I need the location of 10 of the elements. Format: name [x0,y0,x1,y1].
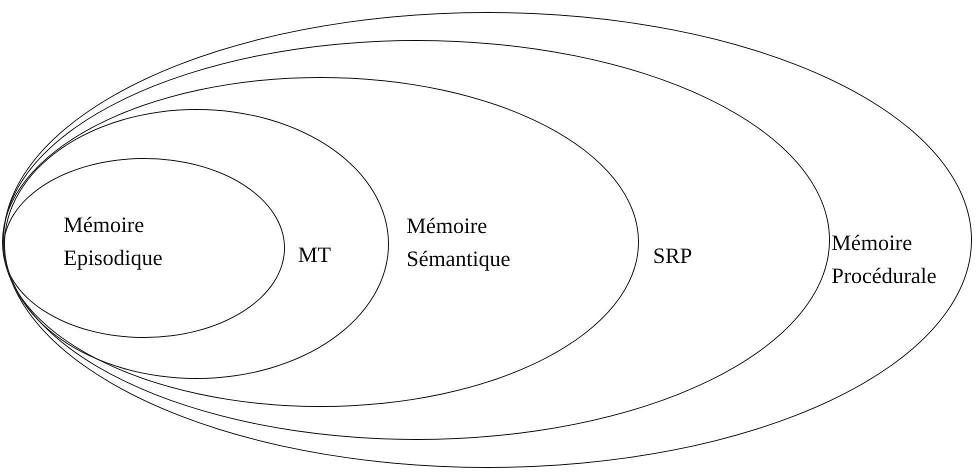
ellipse-label: Mémoire Procédurale [832,228,938,290]
ellipse [3,158,285,338]
ellipse [2,40,830,440]
ellipse-label: SRP [653,242,694,270]
ellipse [3,12,972,468]
ellipse [4,108,388,378]
ellipse-label: Mémoire Episodique [64,210,164,272]
ellipse [2,77,639,407]
ellipse-label: Mémoire Sémantique [406,212,512,273]
ellipse-label: MT [298,241,332,269]
